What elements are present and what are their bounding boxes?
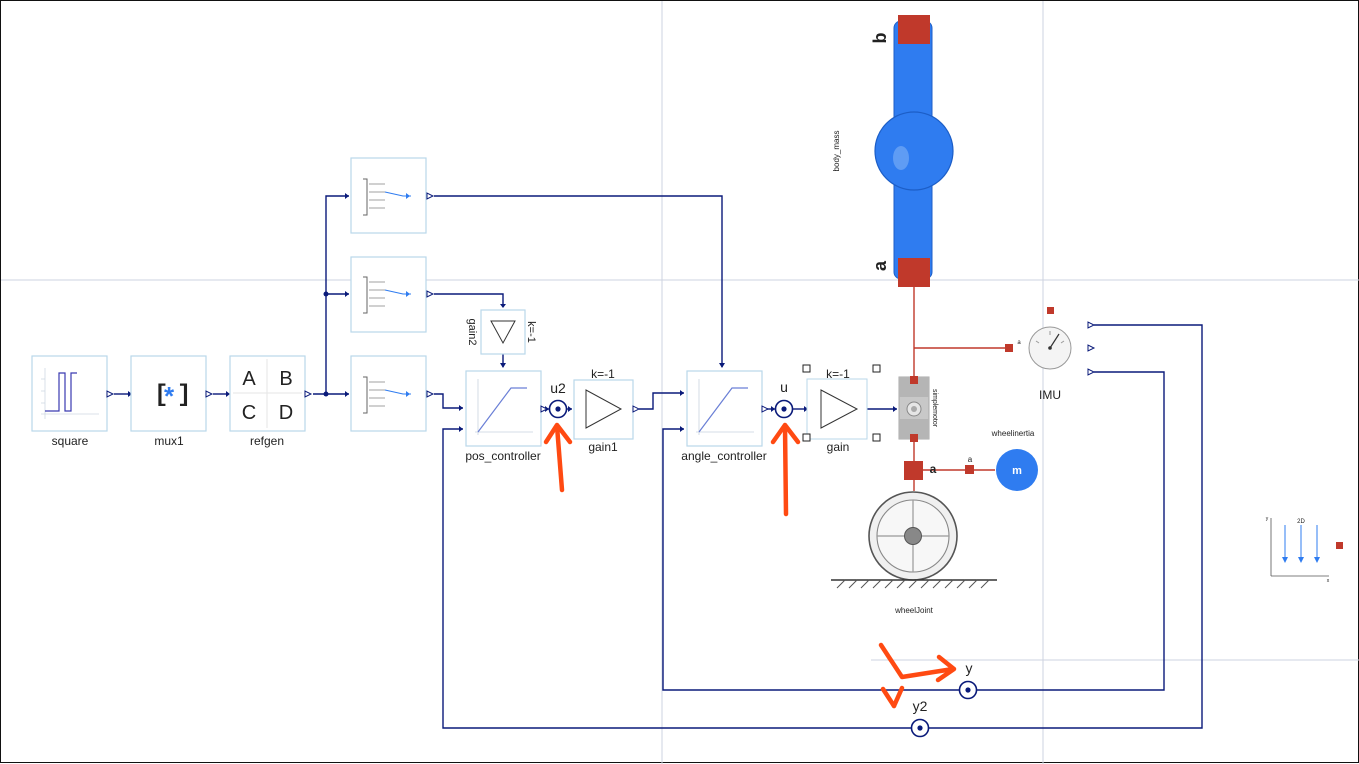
- refgen-cell-b: B: [279, 368, 292, 390]
- annotation-arrow-u: [782, 423, 789, 517]
- u2-label: u2: [550, 380, 566, 396]
- square-block[interactable]: [31, 355, 115, 432]
- wheelinertia-symbol: m: [1012, 465, 1022, 477]
- annotation-arrow-y: [878, 642, 956, 680]
- gain1-label: gain1: [588, 440, 618, 454]
- annotation-arrow-u2: [554, 423, 565, 493]
- wheelinertia-label: wheelinertia: [991, 429, 1035, 438]
- gain-block[interactable]: [802, 364, 881, 442]
- y-signal-point[interactable]: [958, 680, 978, 700]
- body-mass-port-b-label: b: [870, 33, 890, 44]
- wheel-joint-label: wheelJoint: [894, 606, 934, 615]
- selector-block-top[interactable]: [350, 157, 435, 234]
- pos-controller-label: pos_controller: [465, 449, 540, 463]
- mux-bracket-left: [: [154, 382, 168, 409]
- selector-block-middle[interactable]: [350, 256, 435, 333]
- refgen-cell-d: D: [279, 402, 293, 424]
- refgen-cell-a: A: [242, 368, 256, 390]
- pos-controller-block[interactable]: [465, 370, 549, 447]
- mux-bracket-right: ]: [177, 382, 191, 409]
- angle-controller-block[interactable]: [686, 370, 770, 447]
- y2-signal-point[interactable]: [910, 718, 930, 738]
- gravity-x-axis-label: x: [1327, 578, 1330, 584]
- selector-block-bottom[interactable]: [350, 355, 435, 432]
- body-mass-block[interactable]: [874, 15, 954, 287]
- gain2-label: gain2: [466, 319, 478, 346]
- wheel-joint-block[interactable]: [831, 491, 997, 589]
- u-label: u: [780, 379, 788, 395]
- y-label: y: [966, 660, 973, 676]
- body-mass-label: body_mass: [832, 131, 841, 172]
- gravity-y-axis-label: y: [1266, 516, 1269, 522]
- gain1-param: k=-1: [591, 367, 615, 381]
- gain-param: k=-1: [826, 367, 850, 381]
- imu-port-label: a: [1017, 340, 1021, 346]
- wheelinertia-port[interactable]: [965, 465, 974, 474]
- imu-label: IMU: [1039, 388, 1061, 402]
- y2-label: y2: [913, 698, 928, 714]
- signal-wires: [114, 195, 1203, 729]
- refgen-label: refgen: [250, 434, 284, 448]
- refgen-cell-c: C: [242, 402, 256, 424]
- mechanical-wires: [913, 287, 1008, 491]
- simplemotor-block[interactable]: [898, 376, 930, 442]
- wheel-port-a[interactable]: [904, 461, 923, 480]
- body-mass-port-a-label: a: [870, 260, 890, 271]
- annotation-arrowhead-u: [770, 422, 801, 445]
- mux1-block[interactable]: [ * ]: [130, 355, 214, 432]
- u-signal-point[interactable]: [774, 399, 794, 419]
- angle-controller-label: angle_controller: [681, 449, 766, 463]
- imu-block[interactable]: [1005, 307, 1096, 376]
- annotation-arrowhead-y2b: [891, 685, 905, 709]
- simplemotor-label: simplemotor: [931, 389, 938, 428]
- gravity-world-block[interactable]: [1270, 518, 1343, 577]
- wheelinertia-block[interactable]: [996, 449, 1038, 491]
- mux-star-icon: *: [164, 381, 175, 411]
- gain-label: gain: [827, 440, 850, 454]
- wheelinertia-port-label: a: [968, 455, 973, 464]
- square-label: square: [52, 434, 89, 448]
- mux1-label: mux1: [154, 434, 184, 448]
- refgen-block[interactable]: A B C D: [229, 355, 313, 432]
- wheel-port-a-label: a: [930, 462, 937, 476]
- annotation-arrowhead-y: [935, 654, 957, 683]
- gain2-block[interactable]: [480, 309, 526, 355]
- gain1-block[interactable]: [573, 379, 641, 440]
- annotation-arrows: [543, 422, 957, 709]
- annotation-arrowhead-u2: [543, 422, 573, 445]
- gravity-2d-label: 2D: [1297, 519, 1305, 525]
- u2-signal-point[interactable]: [548, 399, 568, 419]
- gain2-param: k=-1: [525, 321, 537, 343]
- arrow-heads: [128, 193, 897, 432]
- annotation-arrowhead-y2: [880, 686, 897, 709]
